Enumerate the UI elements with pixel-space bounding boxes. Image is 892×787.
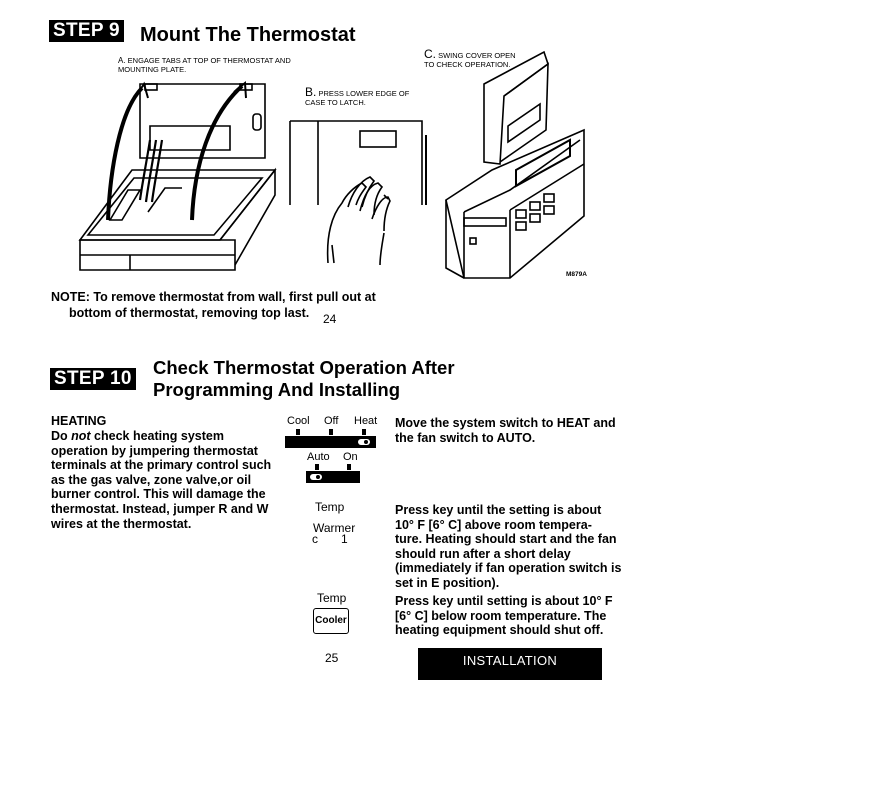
instruction-switches: Move the system switch to HEAT and the f…: [395, 416, 635, 445]
page-number-25: 25: [325, 651, 339, 665]
warmer-key-sub-left: c: [312, 532, 318, 546]
warning-line-1-rest: check heating system: [90, 429, 224, 443]
fan-switch-tick-auto: [315, 464, 319, 470]
instruction-warmer-line2: 10° F [6° C] above room tempera-: [395, 517, 592, 532]
instruction-cooler: Press key until setting is about 10° F […: [395, 594, 635, 638]
system-switch[interactable]: [285, 436, 376, 448]
fan-switch-label-on: On: [343, 451, 358, 463]
instruction-warmer-line6: set in E position).: [395, 575, 500, 590]
removal-note-line2: bottom of thermostat, removing top last.: [69, 306, 310, 320]
temp-label-cooler: Temp: [317, 591, 347, 605]
caption-b: B. PRESS LOWER EDGE OF CASE TO LATCH.: [305, 85, 410, 107]
instruction-warmer-line5: (immediately if fan operation switch is: [395, 561, 622, 576]
warning-line-2: operation by jumpering thermostat: [51, 443, 258, 458]
removal-note: NOTE: To remove thermostat from wall, fi…: [51, 289, 391, 321]
illustration-mounting-plate: [78, 80, 277, 271]
fan-switch-label-auto: Auto: [307, 451, 330, 463]
temp-label-warmer: Temp: [315, 500, 345, 514]
heating-warning: Do not check heating system operation by…: [51, 429, 281, 531]
caption-c-letter: C.: [424, 47, 436, 61]
system-switch-tick-heat: [362, 429, 366, 435]
heating-heading: HEATING: [51, 414, 107, 428]
warning-line-7: wires at the thermostat.: [51, 516, 192, 531]
fan-switch-knob[interactable]: [310, 474, 322, 480]
warmer-key-sub-right: 1: [341, 532, 348, 546]
warmer-key[interactable]: Warmer: [313, 521, 356, 535]
warning-line-6: thermostat. Instead, jumper R and W: [51, 501, 269, 516]
installation-section-tab: INSTALLATION: [418, 648, 602, 680]
caption-c-text: SWING COVER OPEN TO CHECK OPERATION.: [424, 51, 516, 69]
caption-c: C. SWING COVER OPEN TO CHECK OPERATION.: [424, 47, 524, 69]
instruction-cooler-line3: heating equipment should shut off.: [395, 623, 604, 638]
caption-a-letter: A.: [118, 56, 126, 65]
caption-b-text: PRESS LOWER EDGE OF CASE TO LATCH.: [305, 89, 410, 107]
instruction-warmer: Press key until the setting is about 10°…: [395, 503, 635, 591]
warning-line-4: as the gas valve, zone valve,or oil: [51, 472, 252, 487]
warning-prefix: Do: [51, 429, 72, 443]
system-switch-knob[interactable]: [358, 439, 370, 445]
warning-line-3: terminals at the primary control such: [51, 458, 272, 473]
step10-title-line2: Programming And Installing: [153, 379, 401, 400]
instruction-cooler-line2: [6° C] below room temperature. The: [395, 608, 607, 623]
warning-emphasis: not: [71, 429, 91, 443]
warning-line-1: Do not check heating system: [51, 429, 281, 444]
instruction-cooler-line1: Press key until setting is about 10° F: [395, 594, 613, 608]
caption-a-text: ENGAGE TABS AT TOP OF THERMOSTAT AND MOU…: [118, 56, 291, 74]
instruction-warmer-line3: ture. Heating should start and the fan: [395, 532, 617, 547]
step9-badge: STEP 9: [49, 20, 124, 42]
cooler-key[interactable]: Cooler: [313, 608, 349, 634]
instruction-switches-line2: the fan switch to AUTO.: [395, 430, 536, 445]
system-switch-tick-cool: [296, 429, 300, 435]
caption-a: A. ENGAGE TABS AT TOP OF THERMOSTAT AND …: [118, 56, 293, 74]
step10-title-line1: Check Thermostat Operation After: [153, 357, 455, 378]
instruction-switches-line1: Move the system switch to HEAT and: [395, 416, 616, 430]
instruction-warmer-line1: Press key until the setting is about: [395, 503, 602, 517]
removal-note-line1: NOTE: To remove thermostat from wall, fi…: [51, 290, 376, 304]
step9-title: Mount The Thermostat: [140, 24, 356, 46]
instruction-warmer-line4: should run after a short delay: [395, 546, 571, 561]
page-number-24: 24: [323, 312, 337, 326]
illustration-press-lower-edge: [289, 120, 427, 266]
fan-switch[interactable]: [306, 471, 360, 483]
figure-code: M879A: [566, 271, 587, 278]
system-switch-tick-off: [329, 429, 333, 435]
system-switch-label-cool: Cool: [287, 415, 310, 427]
illustration-swing-cover: [445, 50, 585, 279]
warning-line-5: burner control. This will damage the: [51, 487, 266, 502]
fan-switch-tick-on: [347, 464, 351, 470]
system-switch-label-heat: Heat: [354, 415, 378, 427]
system-switch-label-off: Off: [324, 415, 339, 427]
step10-badge: STEP 10: [50, 368, 136, 390]
caption-b-letter: B.: [305, 85, 317, 99]
